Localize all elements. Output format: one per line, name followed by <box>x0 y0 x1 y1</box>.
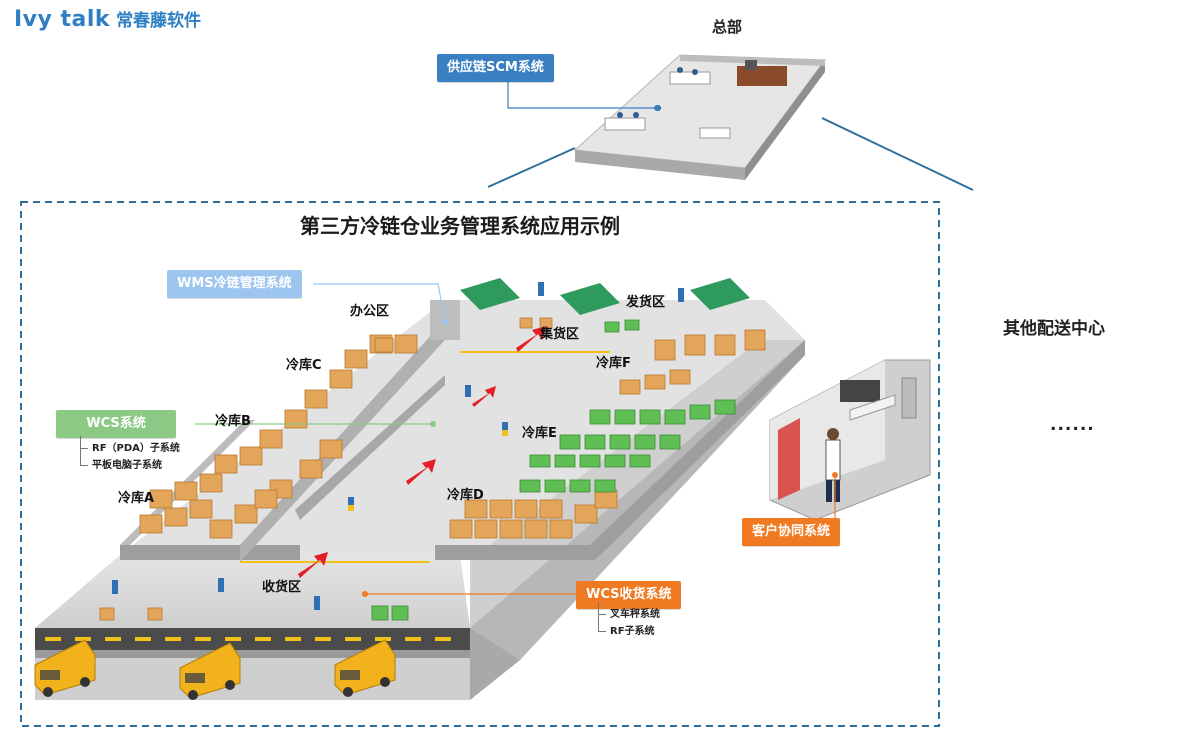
zone-label-cold-a: 冷库A <box>118 491 155 506</box>
hq-building <box>573 54 826 180</box>
zone-label-shipping: 发货区 <box>626 295 666 310</box>
wcs-receiving-subsystem-list: 叉车秤系统 RF子系统 <box>598 602 660 640</box>
scm-system-tag: 供应链SCM系统 <box>437 54 554 82</box>
wcs-system-tag: WCS系统 <box>56 410 176 438</box>
wcs-receiving-item: RF子系统 <box>598 623 660 640</box>
page-title: 第三方冷链仓业务管理系统应用示例 <box>300 214 620 238</box>
logo-company-name: 常春藤软件 <box>116 11 202 31</box>
zone-label-cold-c: 冷库C <box>286 358 322 373</box>
wcs-subsystem-item: 平板电脑子系统 <box>80 457 180 474</box>
zone-label-cold-e: 冷库E <box>522 426 557 441</box>
wcs-receiving-item: 叉车秤系统 <box>598 606 660 623</box>
company-logo: Ivy talk 常春藤软件 <box>14 6 201 32</box>
ellipsis-more: ...... <box>1050 415 1095 435</box>
zone-label-cold-d: 冷库D <box>447 488 484 503</box>
wcs-subsystem-item: RF（PDA）子系统 <box>80 440 180 457</box>
customer-room <box>769 359 931 521</box>
zone-label-staging: 集货区 <box>540 327 580 342</box>
hq-title: 总部 <box>712 18 743 36</box>
other-distribution-center: 其他配送中心 <box>1003 319 1105 339</box>
zone-label-cold-b: 冷库B <box>215 414 251 429</box>
zone-label-receiving: 收货区 <box>262 580 302 595</box>
logo-brand: Ivy talk <box>14 7 111 32</box>
zone-label-cold-f: 冷库F <box>596 356 631 371</box>
wcs-receiving-tag: WCS收货系统 <box>576 581 682 609</box>
wms-system-tag: WMS冷链管理系统 <box>167 270 302 298</box>
customer-collab-tag: 客户协同系统 <box>742 518 841 546</box>
wcs-subsystem-list: RF（PDA）子系统 平板电脑子系统 <box>80 436 180 474</box>
zone-label-office: 办公区 <box>350 304 390 319</box>
